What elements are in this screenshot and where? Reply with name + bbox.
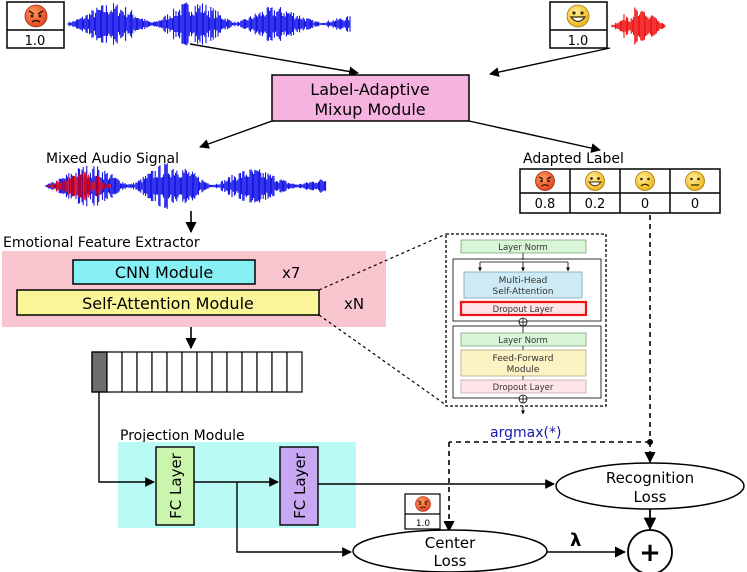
sad-emoji-icon <box>635 171 655 191</box>
mixup-title-line1: Label-Adaptive <box>310 80 429 99</box>
projection-title: Projection Module <box>120 428 245 444</box>
token-cell <box>106 351 123 393</box>
cnn-module-label: CNN Module <box>115 263 213 282</box>
ff-label-line1: Feed-Forward <box>493 354 554 364</box>
label-value-sad: 0 <box>641 197 649 212</box>
left-weight-value: 1.0 <box>25 34 46 49</box>
fc-layer-1-label: FC Layer <box>167 452 185 519</box>
happy-emoji-icon <box>585 171 605 191</box>
neutral-emoji-icon <box>685 171 705 191</box>
layer-norm-1-label: Layer Norm <box>498 243 548 253</box>
lambda-symbol: λ <box>570 530 581 551</box>
token-cell <box>286 351 303 393</box>
fc-layer-2-label: FC Layer <box>291 452 309 519</box>
cnn-multiplier: x7 <box>282 264 300 282</box>
recognition-line2: Loss <box>634 488 667 506</box>
center-line2: Loss <box>434 552 467 570</box>
adapted-label-table: 0.8 0.2 0 0 <box>519 168 721 214</box>
center-loss-node: Center Loss <box>352 529 548 572</box>
argmax-label: argmax(*) <box>490 425 561 441</box>
center-line1: Center <box>425 534 476 552</box>
token-cell <box>241 351 258 393</box>
plus-symbol: + <box>639 538 661 568</box>
token-cell <box>136 351 153 393</box>
recognition-loss-node: Recognition Loss <box>555 462 745 510</box>
mha-label-line1: Multi-Head <box>499 276 548 286</box>
angry-emoji-icon <box>415 496 431 512</box>
adapted-label-title: Adapted Label <box>523 151 624 167</box>
feature-extractor-panel: CNN Module x7 Self-Attention Module xN <box>2 251 386 327</box>
layer-norm-2-label: Layer Norm <box>498 336 548 346</box>
mixed-audio-label: Mixed Audio Signal <box>46 151 179 167</box>
mixed-audio-waveform <box>45 163 327 209</box>
token-cell <box>196 351 213 393</box>
sa-multiplier: xN <box>344 295 364 313</box>
right-audio-waveform <box>611 7 666 45</box>
token-cell <box>226 351 243 393</box>
angry-emoji-icon <box>535 171 555 191</box>
token-cell <box>181 351 198 393</box>
happy-emoji-icon <box>566 4 590 28</box>
token-cell <box>121 351 138 393</box>
dropout-2-label: Dropout Layer <box>493 383 554 393</box>
mixup-module: Label-Adaptive Mixup Module <box>271 74 470 122</box>
extractor-title: Emotional Feature Extractor <box>3 235 200 251</box>
label-value-happy: 0.2 <box>585 197 606 212</box>
token-cell <box>211 351 228 393</box>
left-input-card: 1.0 <box>6 1 65 49</box>
sum-node: + <box>627 529 673 572</box>
token-cell <box>256 351 273 393</box>
transformer-block-detail: Layer Norm Multi-Head Self-Attention Dro… <box>445 233 607 407</box>
token-cell <box>151 351 168 393</box>
recognition-line1: Recognition <box>606 469 694 487</box>
feature-token-sequence <box>91 351 303 393</box>
ff-label-line2: Module <box>507 365 540 375</box>
center-class-card: 1.0 <box>404 493 441 530</box>
token-cell <box>166 351 183 393</box>
mixup-title-line2: Mixup Module <box>314 100 425 119</box>
label-value-angry: 0.8 <box>535 197 556 212</box>
dropout-1-label: Dropout Layer <box>493 305 554 315</box>
mha-label-line2: Self-Attention <box>492 287 553 297</box>
right-input-card: 1.0 <box>549 1 608 49</box>
token-cell <box>271 351 288 393</box>
left-audio-waveform <box>67 2 351 46</box>
angry-emoji-icon <box>24 4 48 28</box>
small-weight-value: 1.0 <box>416 519 431 529</box>
right-weight-value: 1.0 <box>568 34 589 49</box>
self-attention-module-label: Self-Attention Module <box>82 294 254 313</box>
label-value-neutral: 0 <box>691 197 699 212</box>
